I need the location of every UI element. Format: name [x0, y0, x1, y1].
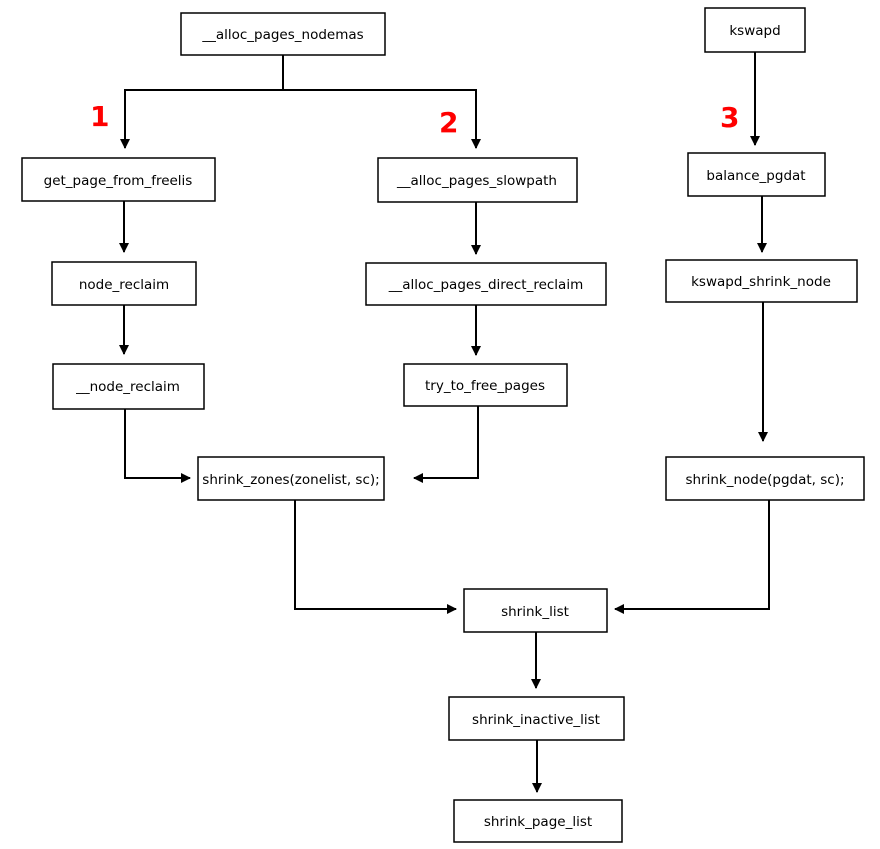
edge-shrink-zones-to-shrink-list: [294, 500, 457, 614]
node-label: balance_pgdat: [706, 168, 805, 184]
node-shrink-page-list: shrink_page_list: [453, 799, 623, 843]
edges: [119, 52, 770, 793]
node-label: __alloc_pages_direct_reclaim: [388, 277, 583, 293]
node-label: try_to_free_pages: [425, 378, 545, 394]
node-get-page-from-freelist: get_page_from_freelis: [21, 157, 216, 202]
node-node-reclaim-internal: __node_reclaim: [52, 363, 205, 410]
edge-nodemask-to-slowpath: [283, 89, 481, 149]
node-label: shrink_zones(zonelist, sc);: [202, 472, 379, 488]
edge-shrink-node-to-shrink-list: [614, 500, 770, 614]
node-node-reclaim: node_reclaim: [51, 261, 197, 306]
node-balance-pgdat: balance_pgdat: [687, 152, 826, 197]
node-shrink-zones: shrink_zones(zonelist, sc);: [197, 456, 385, 501]
node-label: __alloc_pages_slowpath: [396, 173, 557, 189]
step-label-1: 1: [90, 100, 109, 133]
step-label-2: 2: [439, 106, 458, 139]
node-kswapd: kswapd: [704, 7, 806, 53]
node-label: __alloc_pages_nodemas: [201, 27, 363, 43]
step-label-3: 3: [720, 101, 739, 134]
node-label: get_page_from_freelis: [44, 173, 193, 189]
node-alloc-pages-slowpath: __alloc_pages_slowpath: [377, 157, 578, 203]
node-shrink-inactive-list: shrink_inactive_list: [448, 696, 625, 741]
edge-nodemask-to-freelist: [120, 55, 284, 149]
node-label: node_reclaim: [79, 277, 169, 293]
node-shrink-node: shrink_node(pgdat, sc);: [665, 456, 865, 501]
node-shrink-list: shrink_list: [463, 588, 608, 633]
node-kswapd-shrink-node: kswapd_shrink_node: [665, 259, 858, 303]
edge-try-free-to-shrink-zones: [413, 406, 479, 483]
edge-internal-to-shrink-zones: [124, 409, 191, 483]
node-label: shrink_list: [501, 604, 569, 620]
node-label: shrink_inactive_list: [472, 712, 600, 728]
node-label: kswapd: [729, 23, 780, 39]
node-alloc-pages-direct-reclaim: __alloc_pages_direct_reclaim: [365, 262, 607, 306]
node-try-to-free-pages: try_to_free_pages: [403, 363, 568, 407]
node-label: kswapd_shrink_node: [691, 274, 831, 290]
node-label: shrink_page_list: [484, 814, 592, 830]
node-alloc-pages-nodemask: __alloc_pages_nodemas: [180, 12, 386, 56]
node-label: shrink_node(pgdat, sc);: [685, 472, 844, 488]
node-label: __node_reclaim: [75, 379, 180, 395]
